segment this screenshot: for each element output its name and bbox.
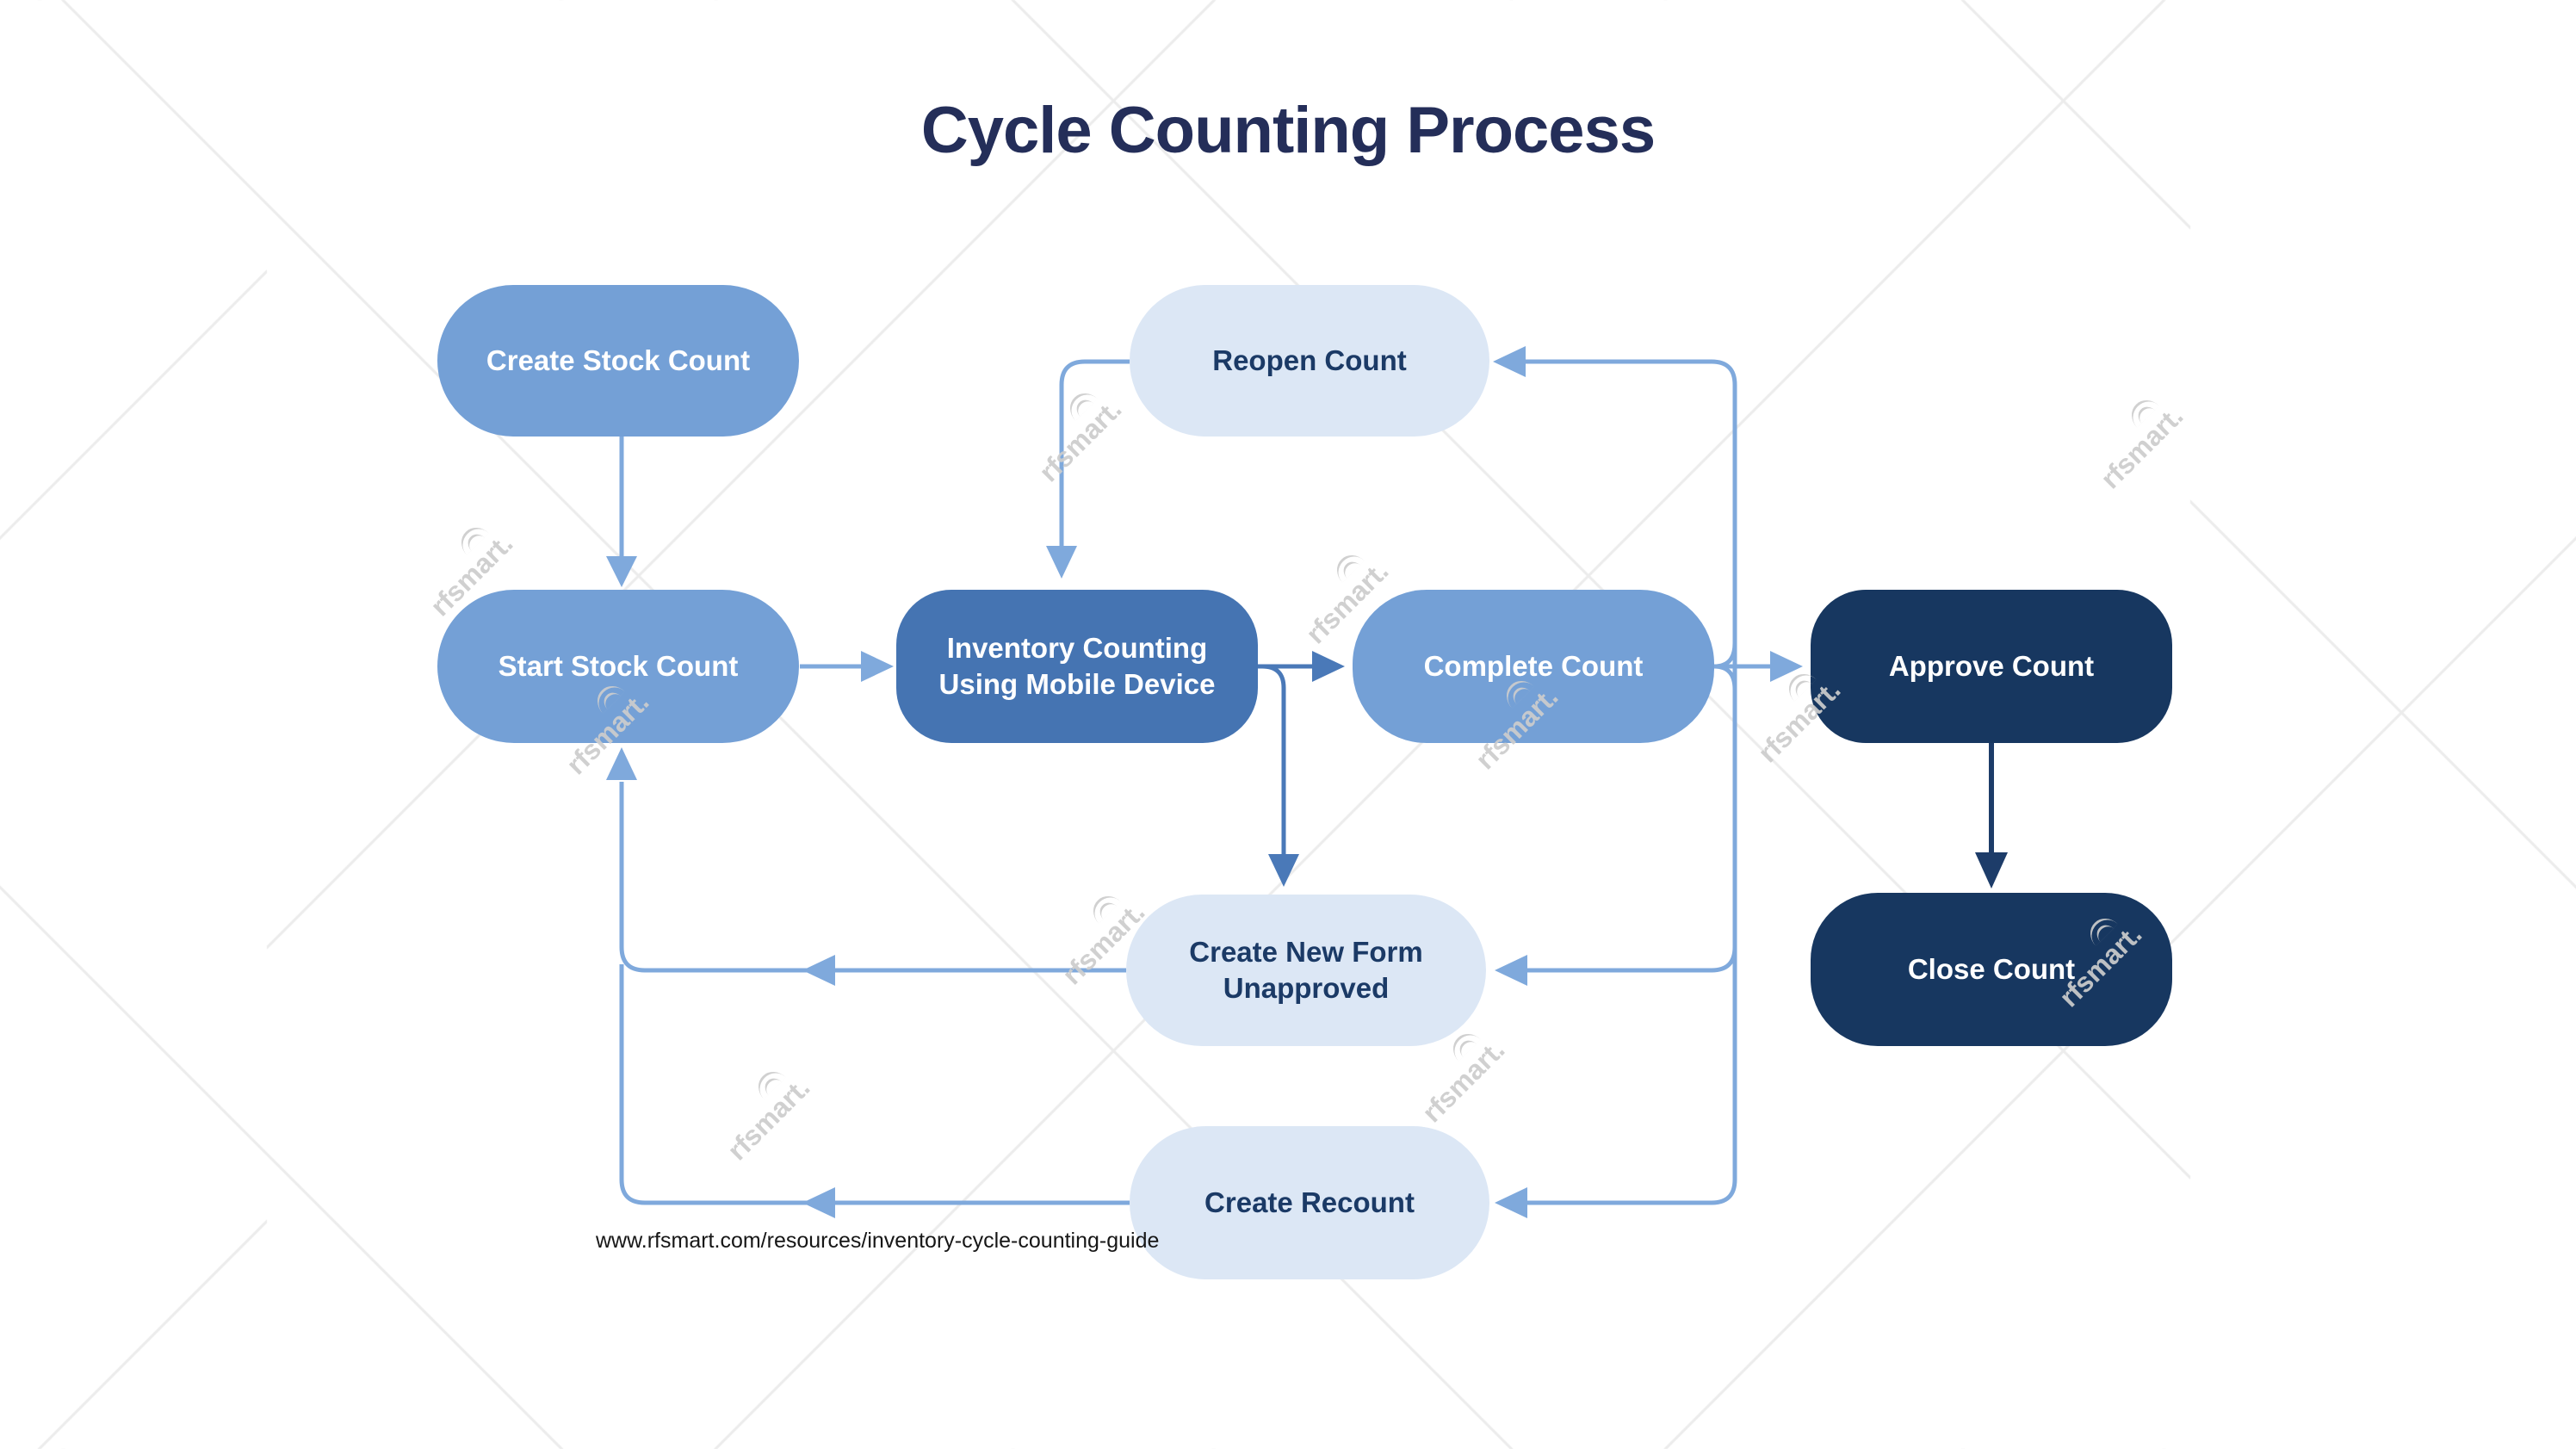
node-label: Complete Count xyxy=(1423,649,1644,682)
node-label: Reopen Count xyxy=(1212,344,1407,376)
node-approve-count: Approve Count xyxy=(1811,590,2172,743)
resource-url: www.rfsmart.com/resources/inventory-cycl… xyxy=(596,1229,1160,1253)
node-create-stock-count: Create Stock Count xyxy=(437,285,799,437)
node-complete-count: Complete Count xyxy=(1353,590,1714,743)
edge-create-stock-to-start-stock xyxy=(606,437,637,587)
page-title: Cycle Counting Process xyxy=(920,94,1656,167)
edge-start-stock-to-inventory xyxy=(800,651,894,682)
node-close-count: Close Count xyxy=(1811,893,2172,1046)
node-label: Create New Form Unapproved xyxy=(1189,935,1423,1004)
node-label: Approve Count xyxy=(1888,649,2095,682)
node-start-stock-count: Start Stock Count xyxy=(437,590,799,743)
node-create-new-form-unapproved: Create New Form Unapproved xyxy=(1126,895,1486,1046)
node-label: Inventory Counting Using Mobile Device xyxy=(938,631,1216,700)
node-label: Create Stock Count xyxy=(486,344,751,376)
node-create-recount: Create Recount xyxy=(1130,1126,1489,1279)
node-label: Create Recount xyxy=(1204,1186,1415,1218)
edge-approve-to-close xyxy=(1975,743,2008,889)
node-label: Start Stock Count xyxy=(498,649,739,682)
edge-complete-branch-network xyxy=(1493,346,1737,1218)
edge-return-loop-to-start-stock xyxy=(606,747,1130,1218)
node-inventory-counting: Inventory Counting Using Mobile Device xyxy=(896,590,1258,743)
edge-reopen-to-inventory xyxy=(1046,359,1130,579)
edge-inventory-to-create-new-form xyxy=(1261,664,1299,887)
node-reopen-count: Reopen Count xyxy=(1130,285,1489,437)
node-label: Close Count xyxy=(1907,952,2076,985)
edge-complete-to-approve xyxy=(1714,651,1803,682)
